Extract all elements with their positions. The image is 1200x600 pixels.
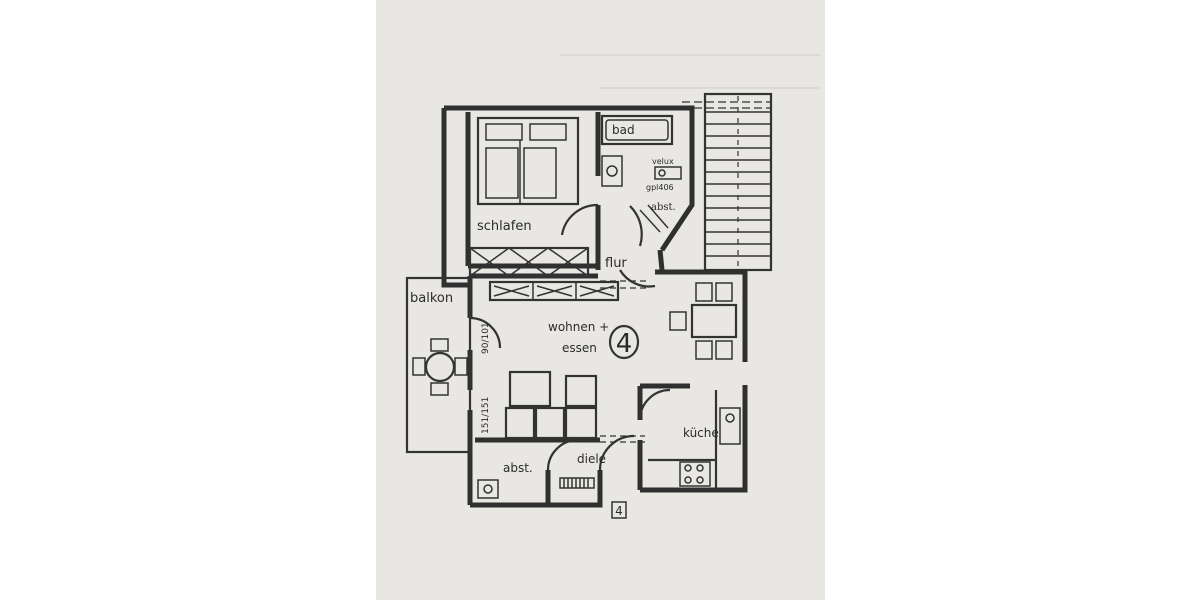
unit-number-circle [608,324,640,360]
room-label-kueche: küche [683,426,719,440]
label-window-dim-1: 90/101 [481,322,491,354]
storage-fixtures [477,477,595,499]
label-window-dim-2: 151/151 [481,397,491,434]
room-label-abst-lower: abst. [503,461,533,475]
sofa-group [504,370,598,440]
unit-number-circled: 4 [616,329,633,359]
room-label-bad: bad [612,123,635,137]
room-label-essen: essen [562,341,597,355]
doors [469,203,671,471]
wardrobe [468,246,590,278]
unit-number-box [611,501,627,519]
balcony-table [412,338,468,396]
sideboard [488,280,620,302]
room-label-diele: diele [577,452,606,466]
room-label-wohnen: wohnen + [548,320,609,334]
kitchen-counter [648,390,741,490]
balcony [405,276,472,454]
label-gpl: gpl406 [646,183,674,192]
room-label-flur: flur [605,256,627,271]
dining-table [669,282,738,360]
background-marks [560,54,820,89]
label-velux: velux [652,157,674,166]
room-label-balkon: balkon [410,291,453,306]
staircase [682,92,773,272]
unit-number-box-label: 4 [615,504,623,518]
bathroom-fixtures [600,114,682,233]
room-label-schlafen: schlafen [477,219,532,234]
room-label-abst-upper: abst. [651,202,676,213]
bed [476,116,580,206]
walls [441,105,748,508]
